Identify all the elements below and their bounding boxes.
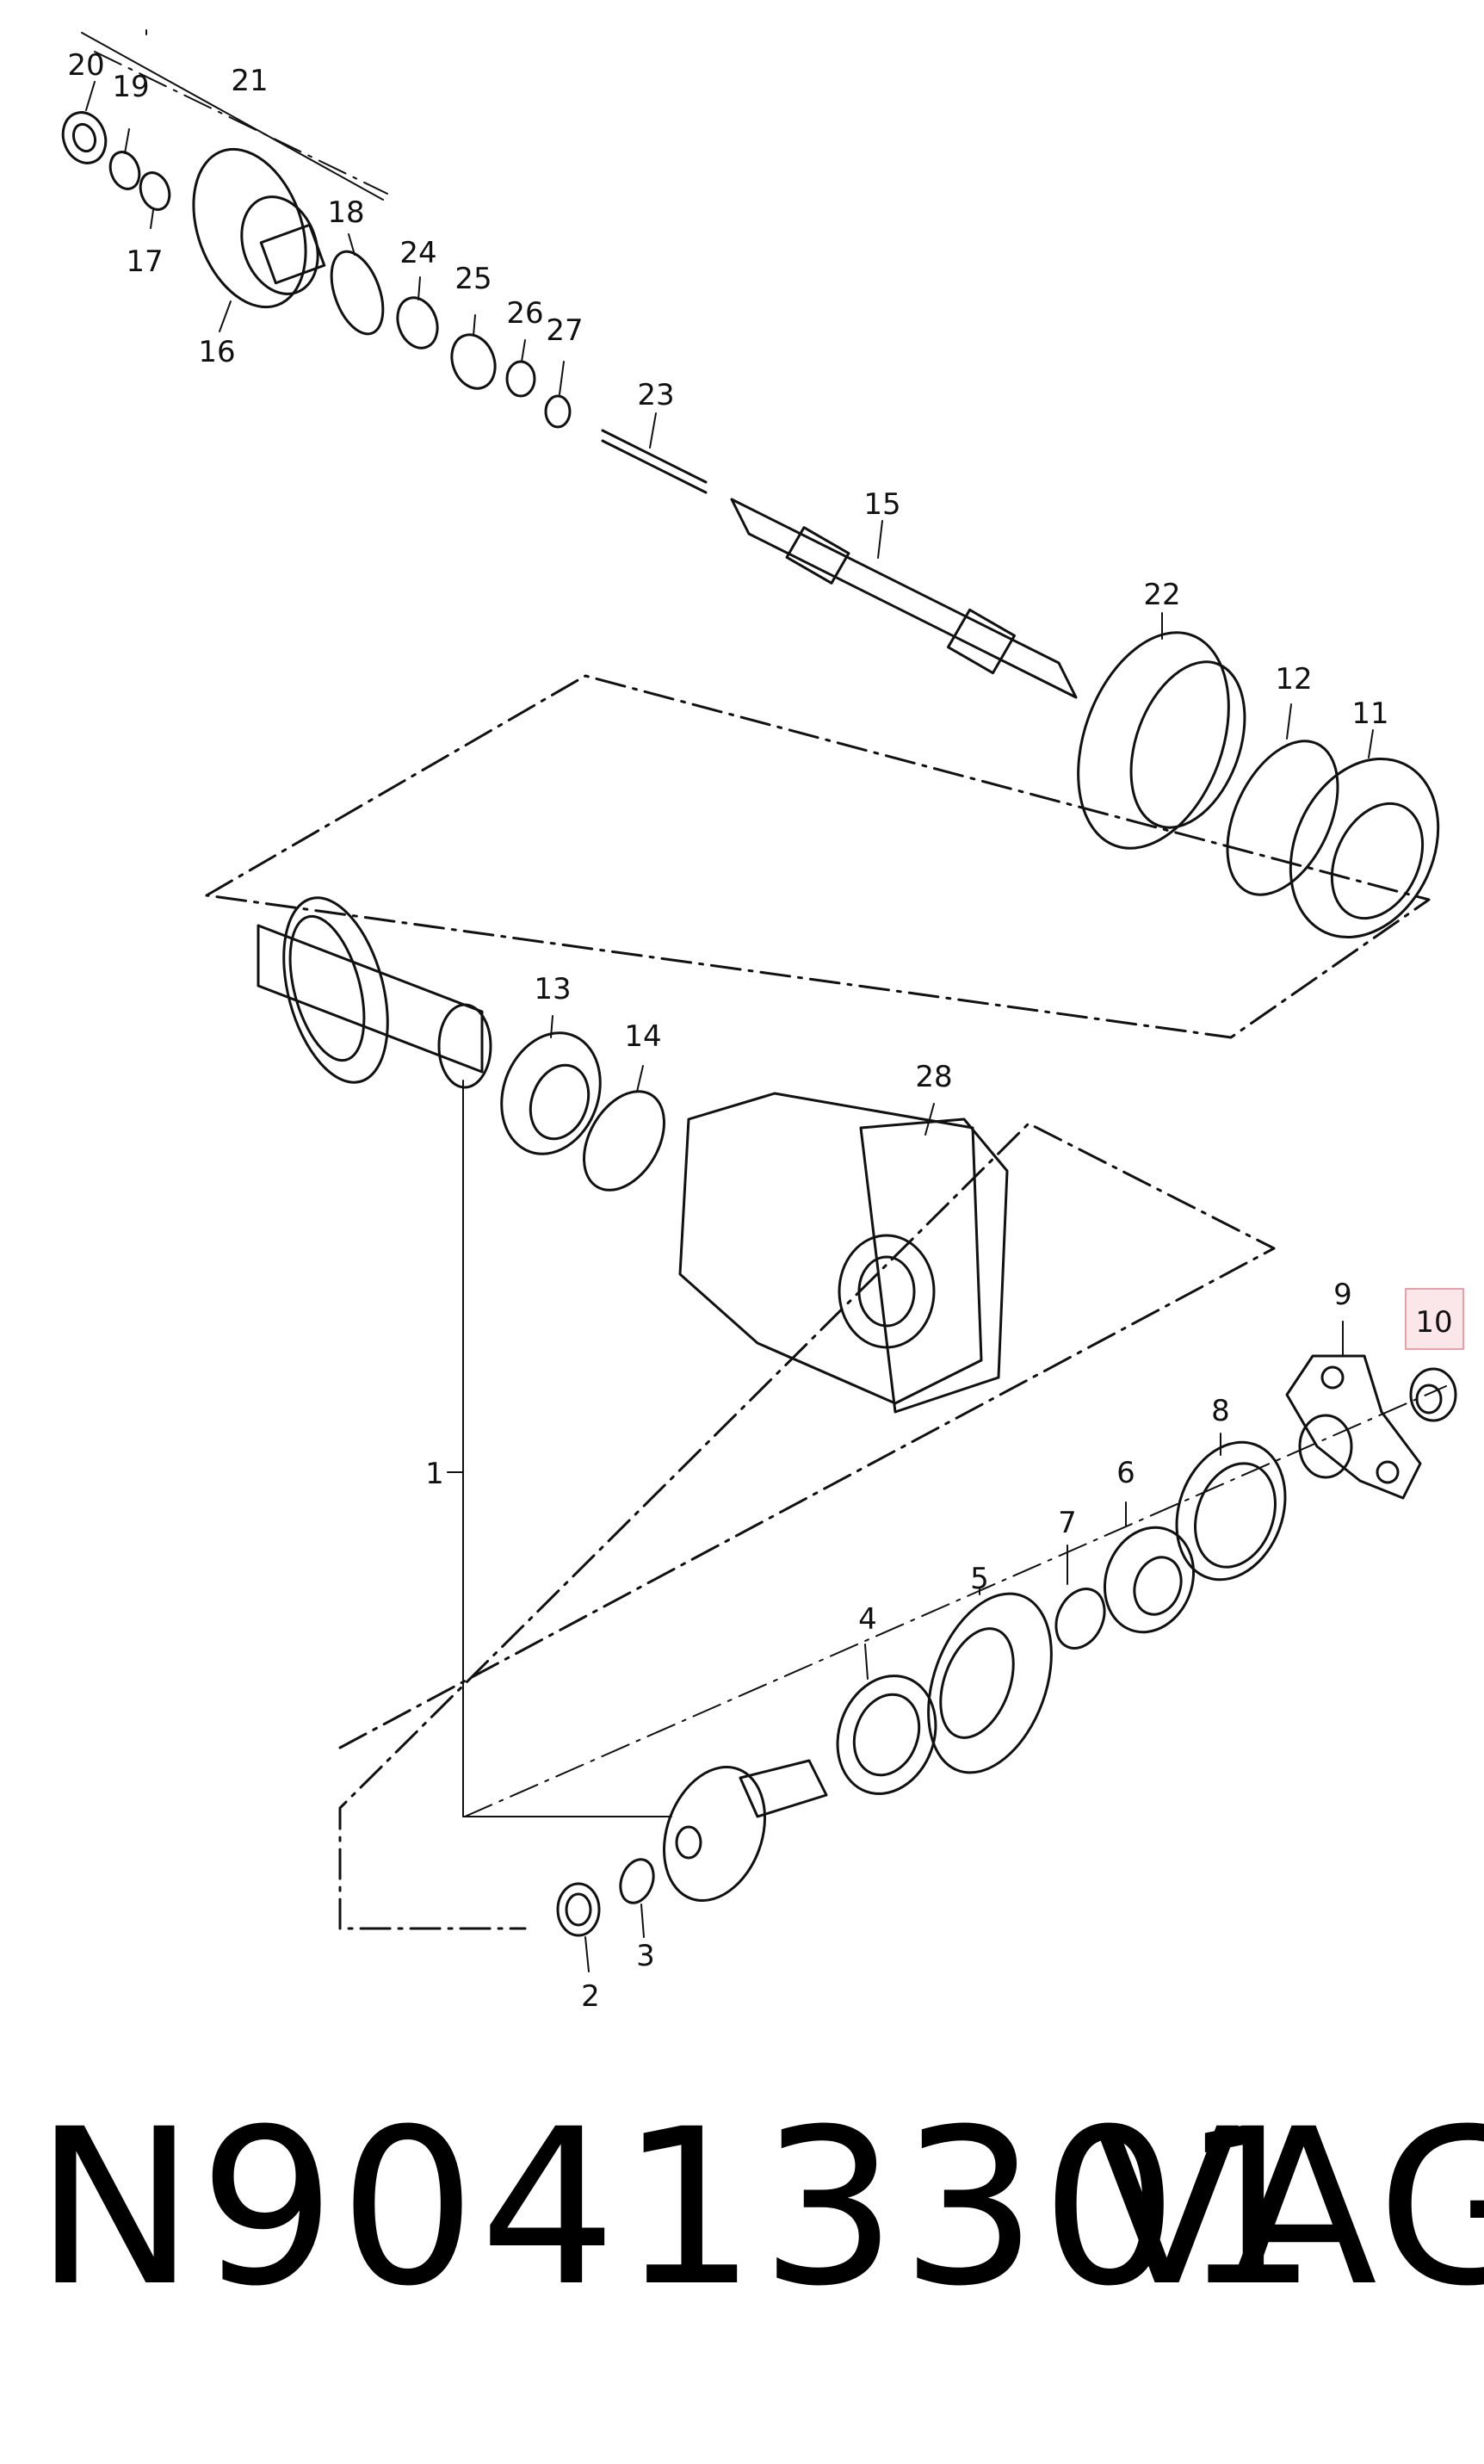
callout-7: 7: [1058, 1506, 1077, 1540]
main-shaft: [730, 498, 1078, 699]
callout-26: 26: [506, 296, 543, 331]
footer: N90413301 VAG: [0, 2101, 1484, 2428]
callout-14: 14: [624, 1019, 661, 1054]
callout-4: 4: [858, 1602, 877, 1637]
callout-18: 18: [327, 195, 364, 230]
pinion-gear: [663, 1759, 828, 1902]
part-number: N90413301: [34, 2083, 1322, 2333]
assembly-frame-upper: [205, 674, 1431, 1039]
flange-5: [927, 1592, 1053, 1774]
callout-24: 24: [399, 236, 436, 270]
callout-3: 3: [636, 1939, 655, 1973]
exploded-parts-diagram: 2019211716182425262723152212111314289108…: [61, 29, 1464, 2014]
callout-27: 27: [546, 313, 583, 348]
leader-lines: [81, 29, 1374, 1972]
callout-23: 23: [637, 378, 674, 412]
needle-bearing-2: [556, 1882, 601, 1937]
ring-14: [583, 1090, 665, 1192]
flange-assembly: [61, 111, 708, 494]
ring-7: [1054, 1588, 1106, 1650]
circlip-3: [619, 1858, 655, 1904]
callout-1: 1: [425, 1457, 444, 1491]
callout-21: 21: [231, 64, 268, 98]
callout-12: 12: [1275, 662, 1312, 696]
callout-17: 17: [126, 245, 163, 279]
ring-12: [1226, 740, 1339, 896]
callout-15: 15: [863, 487, 900, 522]
highlight-box: [1405, 1288, 1464, 1350]
callout-20: 20: [67, 48, 104, 83]
axis-line-bottom: [464, 1385, 1447, 1817]
seal-8: [1175, 1440, 1287, 1582]
axis-line-top: [94, 51, 388, 195]
bearing-11: [1289, 757, 1440, 939]
callout-22: 22: [1143, 578, 1180, 612]
bracket-9: [1285, 1354, 1422, 1500]
callout-16: 16: [198, 335, 235, 369]
nut-10: [1409, 1367, 1457, 1422]
callout-28: 28: [915, 1060, 952, 1094]
brand-name: VAG: [1093, 2083, 1484, 2333]
callout-25: 25: [454, 262, 492, 296]
callout-13: 13: [534, 972, 571, 1006]
housing-28: [678, 1092, 1009, 1414]
callout-10: 10: [1415, 1305, 1452, 1340]
callout-8: 8: [1211, 1394, 1230, 1428]
callout-11: 11: [1351, 696, 1388, 731]
callout-5: 5: [970, 1562, 989, 1596]
callout-19: 19: [112, 70, 149, 104]
ring-gear-shaft: [257, 896, 492, 1089]
callout-6: 6: [1116, 1456, 1135, 1490]
bearing-4: [836, 1675, 937, 1795]
callout-2: 2: [581, 1979, 600, 2014]
bearing-6: [1103, 1526, 1196, 1634]
housing-22: [1077, 631, 1246, 850]
bearing-13: [500, 1031, 602, 1155]
assembly-frame-lower: [338, 1122, 1276, 1930]
callout-9: 9: [1333, 1278, 1352, 1312]
